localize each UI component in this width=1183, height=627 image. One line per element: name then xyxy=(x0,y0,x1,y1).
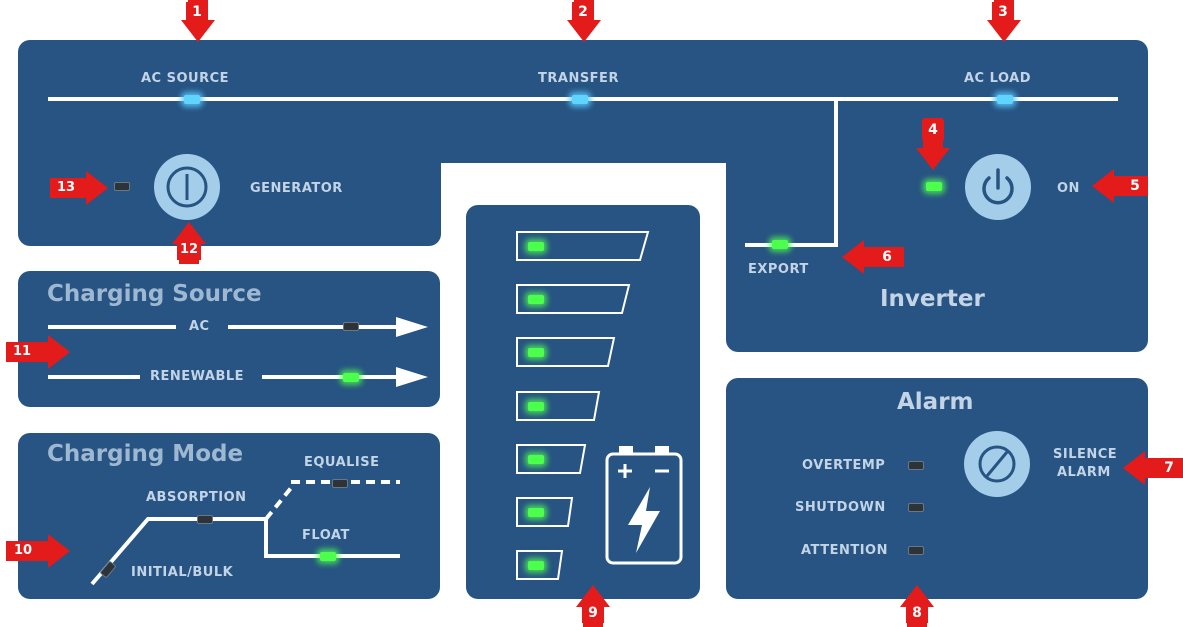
callout-label-6: 6 xyxy=(876,247,898,267)
callout-label-1: 1 xyxy=(186,2,208,22)
renewable-charge-led xyxy=(343,373,359,382)
renewable-line-right xyxy=(262,375,396,379)
transfer-label: TRANSFER xyxy=(538,71,619,86)
alarm-title: Alarm xyxy=(897,389,974,415)
charging-mode-title: Charging Mode xyxy=(47,441,244,467)
transfer-led xyxy=(572,95,588,104)
ac-source-label: AC SOURCE xyxy=(141,71,230,86)
battery-level-led-7 xyxy=(528,242,544,251)
callout-label-11: 11 xyxy=(8,342,36,362)
float-led xyxy=(320,552,336,561)
alarm-panel xyxy=(726,378,1148,599)
ac-load-label: AC LOAD xyxy=(964,71,1032,86)
ac-charge-led xyxy=(343,322,359,331)
shutdown-label: SHUTDOWN xyxy=(795,500,886,515)
power-icon xyxy=(982,168,1014,205)
attention-label: ATTENTION xyxy=(801,543,888,558)
battery-panel xyxy=(466,205,700,599)
export-horizontal-line xyxy=(745,243,838,247)
power-toggle-icon xyxy=(166,166,208,208)
shutdown-led xyxy=(908,503,924,512)
battery-charging-icon xyxy=(605,446,683,565)
battery-level-led-5 xyxy=(528,348,544,357)
ac-line-left xyxy=(48,325,176,329)
battery-level-bars xyxy=(516,231,650,580)
callout-label-10: 10 xyxy=(8,541,38,561)
battery-level-led-4 xyxy=(528,402,544,411)
export-led xyxy=(772,240,788,249)
inverter-power-button[interactable] xyxy=(965,154,1031,220)
callout-label-5: 5 xyxy=(1124,176,1146,196)
initial-bulk-label: INITIAL/BULK xyxy=(131,565,234,580)
silence-alarm-label-line2: ALARM xyxy=(1057,465,1111,480)
absorption-led xyxy=(197,515,213,524)
renewable-line-left xyxy=(48,375,140,379)
generator-status-led xyxy=(114,182,130,191)
charging-mode-panel xyxy=(18,433,440,599)
callout-label-4: 4 xyxy=(922,120,944,140)
export-vertical-line xyxy=(834,97,838,247)
callout-label-3: 3 xyxy=(992,2,1014,22)
battery-level-led-3 xyxy=(528,455,544,464)
ac-arrow-icon xyxy=(396,317,428,337)
equalise-label: EQUALISE xyxy=(304,455,380,470)
overtemp-label: OVERTEMP xyxy=(802,458,886,473)
overtemp-led xyxy=(908,461,924,470)
silence-alarm-button[interactable] xyxy=(964,431,1030,497)
battery-level-led-1 xyxy=(528,561,544,570)
ac-line-right xyxy=(228,325,396,329)
charging-source-title: Charging Source xyxy=(47,281,262,307)
generator-label: GENERATOR xyxy=(250,181,343,196)
equalise-led xyxy=(332,479,348,488)
battery-level-led-2 xyxy=(528,508,544,517)
battery-level-led-6 xyxy=(528,295,544,304)
charging-source-panel xyxy=(18,271,440,407)
charging-mode-diagram xyxy=(90,480,400,586)
ac-source-led xyxy=(184,95,200,104)
ac-source-input-label: AC xyxy=(189,319,210,334)
generator-button[interactable] xyxy=(154,154,220,220)
float-label: FLOAT xyxy=(302,528,350,543)
inverter-on-label: ON xyxy=(1057,181,1080,196)
renewable-arrow-icon xyxy=(396,367,428,387)
mute-icon xyxy=(978,445,1016,483)
callout-label-2: 2 xyxy=(572,2,594,22)
inverter-on-led xyxy=(926,182,942,191)
inverter-panel xyxy=(726,150,1148,352)
renewable-label: RENEWABLE xyxy=(150,369,245,384)
absorption-label: ABSORPTION xyxy=(146,490,247,505)
silence-alarm-label-line1: SILENCE xyxy=(1053,447,1118,462)
callout-label-8: 8 xyxy=(906,603,928,623)
callout-label-9: 9 xyxy=(582,603,604,623)
ac-load-led xyxy=(997,95,1013,104)
attention-led xyxy=(908,546,924,555)
callout-label-12: 12 xyxy=(177,240,201,260)
callout-label-7: 7 xyxy=(1158,458,1180,478)
inverter-title: Inverter xyxy=(880,286,985,312)
callout-label-13: 13 xyxy=(51,178,81,198)
export-label: EXPORT xyxy=(748,262,809,277)
